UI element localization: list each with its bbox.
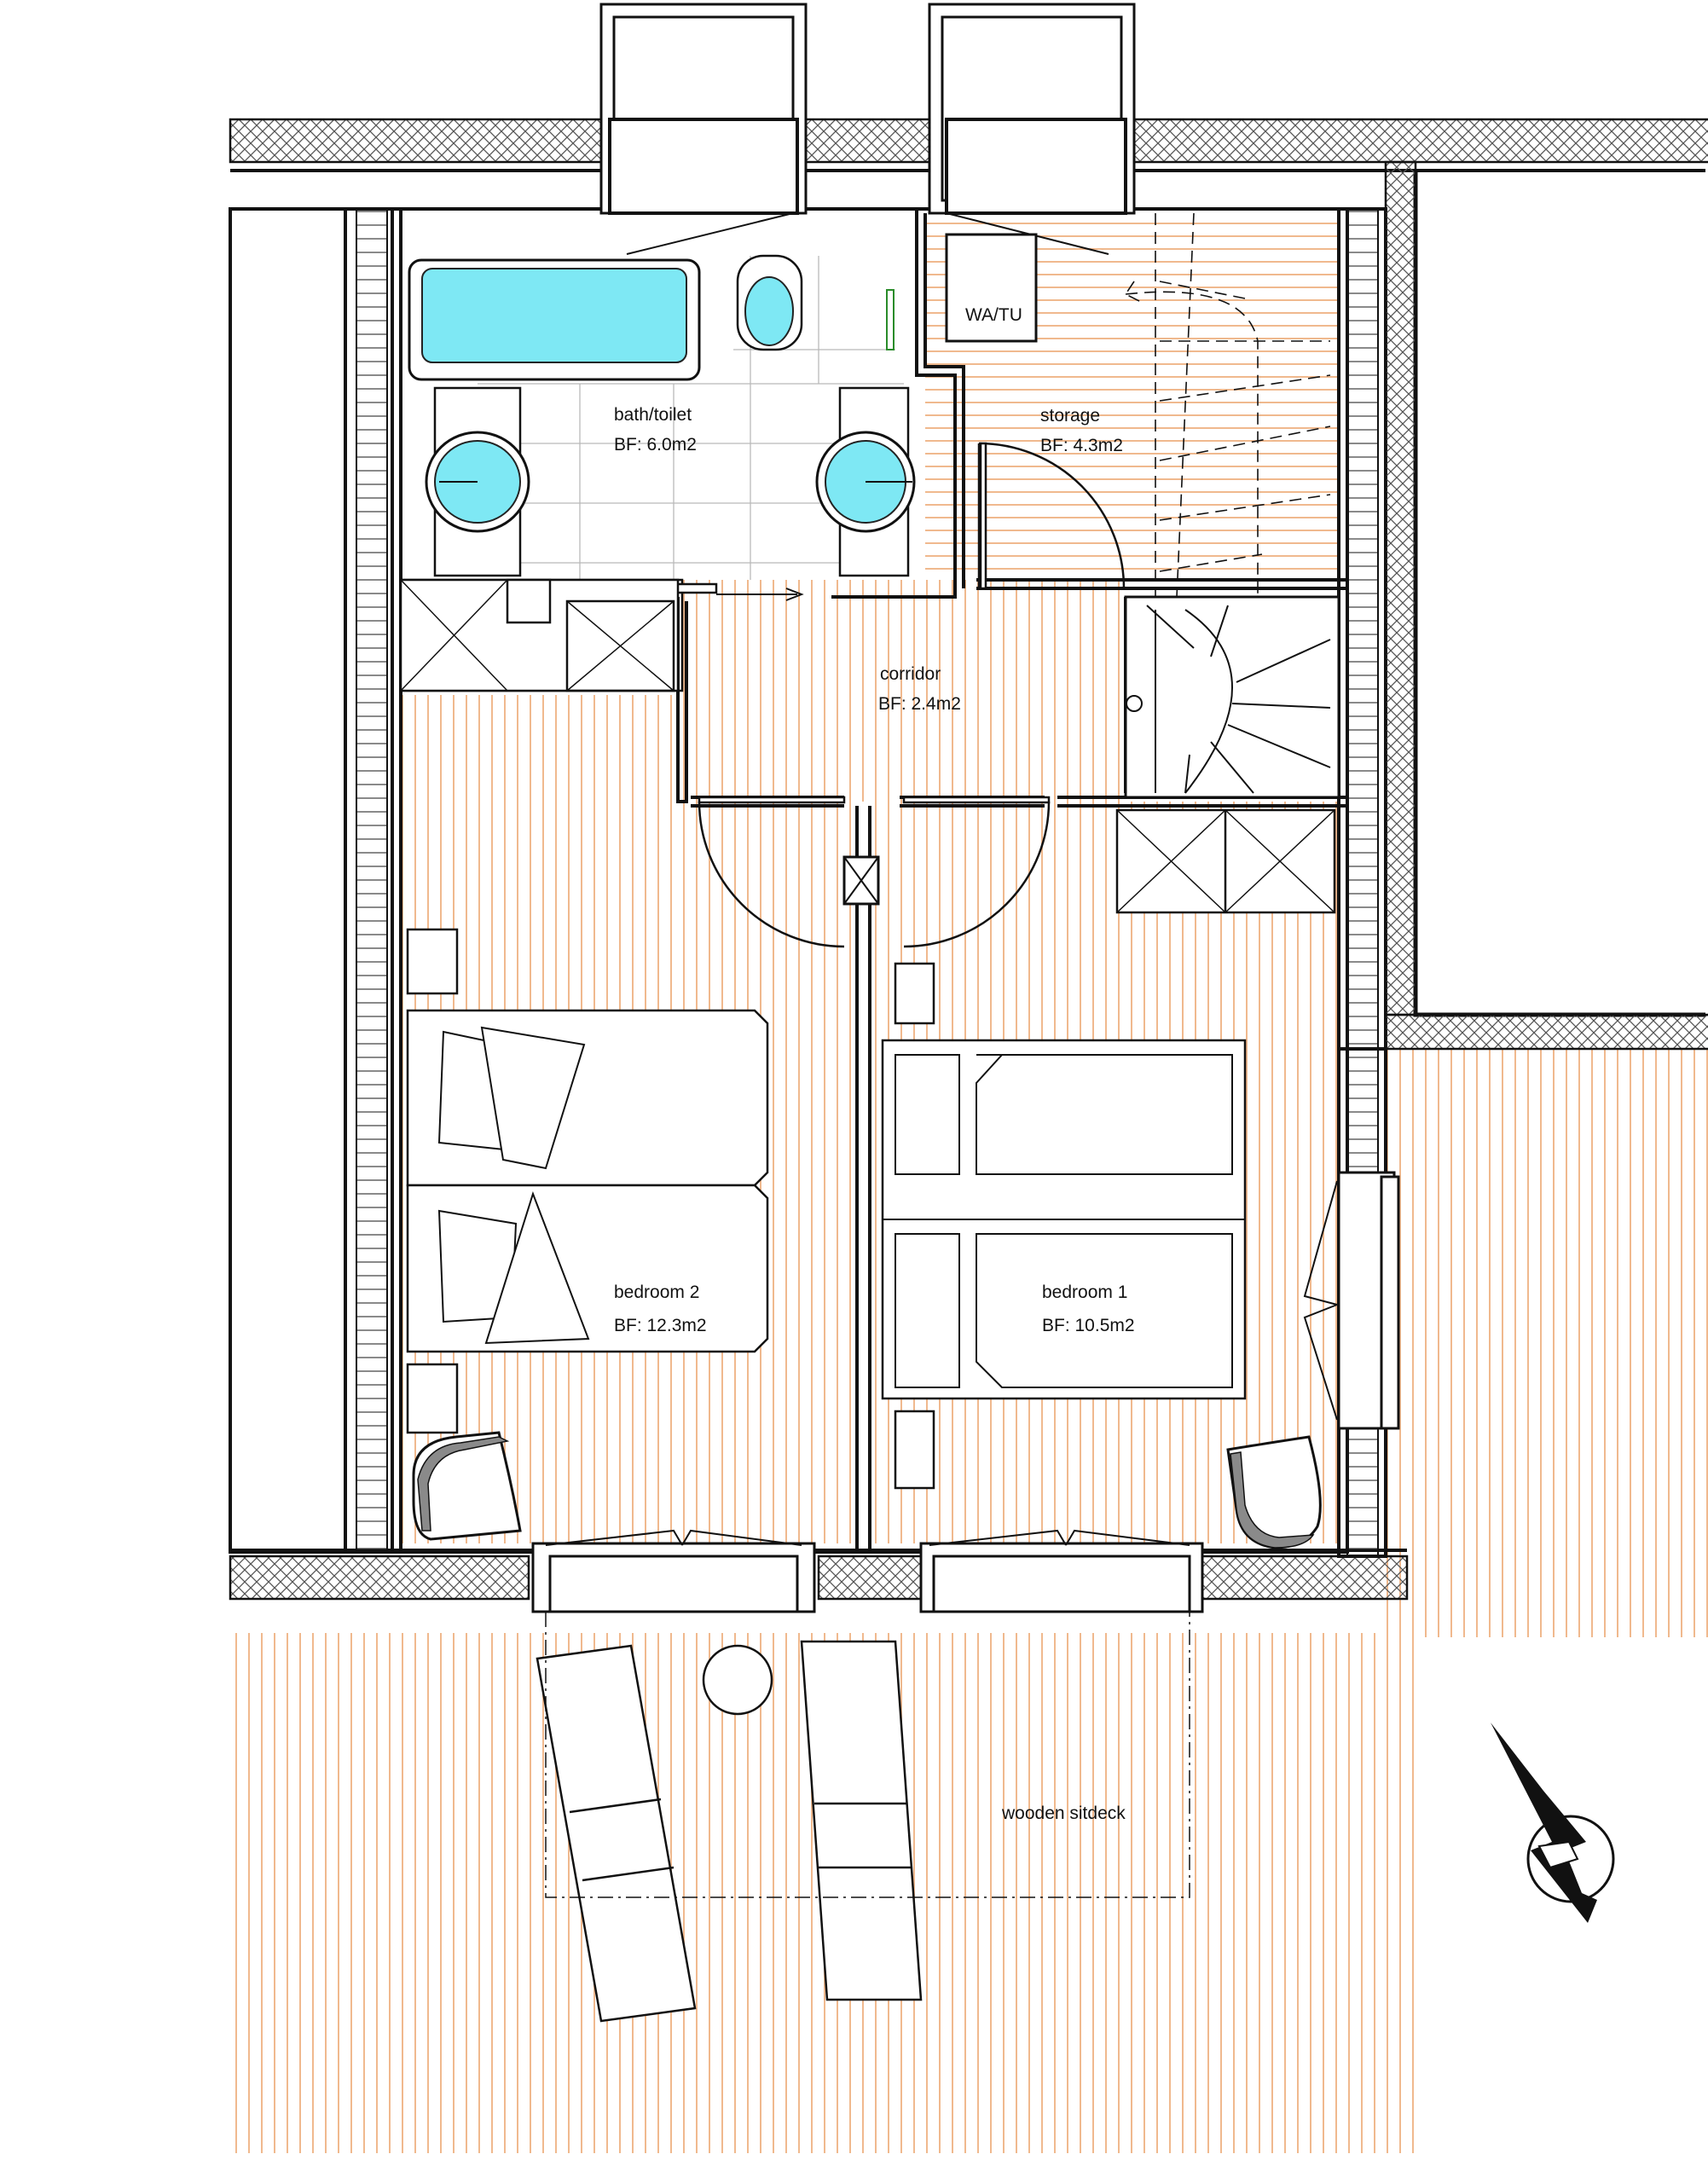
- nightstand-icon: [406, 928, 459, 1434]
- storage-room-area: BF: 4.3m2: [1040, 436, 1123, 455]
- north-arrow-icon: [1491, 1723, 1615, 1923]
- wa-tu-box: [945, 233, 1038, 343]
- lounger-icon: [800, 1640, 923, 2001]
- bed-icon: [406, 1009, 769, 1353]
- exterior-wall-left: [229, 207, 402, 1554]
- exterior-wall-bottom: [229, 1549, 1409, 1601]
- window-right: [1303, 1171, 1400, 1430]
- shaft-icon: [842, 855, 880, 906]
- deck-label: wooden sitdeck: [1001, 1804, 1126, 1823]
- nightstand-icon: [894, 962, 935, 1490]
- sink-icon: [815, 386, 916, 577]
- wardrobe-bedroom1: [1115, 808, 1336, 914]
- wa-tu-label: WA/TU: [965, 305, 1022, 325]
- room-labels: bath/toilet BF: 6.0m2 storage BF: 4.3m2 …: [614, 305, 1135, 1823]
- window-bottom-left: [531, 1529, 816, 1613]
- door-swing-icon: [698, 796, 846, 948]
- sink-icon: [425, 386, 530, 577]
- side-table-icon: [702, 1644, 773, 1716]
- window-bay-right: [928, 3, 1136, 255]
- armchair-icon: [1226, 1435, 1322, 1549]
- bed-icon: [881, 1039, 1247, 1400]
- bedroom2-room-area: BF: 12.3m2: [614, 1316, 707, 1335]
- bedroom2-room-name: bedroom 2: [614, 1283, 699, 1302]
- floor-terrace-right: [1381, 1049, 1708, 1637]
- corridor-room-area: BF: 2.4m2: [878, 694, 961, 714]
- wardrobe-bathroom: [399, 578, 680, 692]
- stair-icon: [1124, 212, 1340, 799]
- storage-room-name: storage: [1040, 406, 1100, 426]
- door-swing-icon: [977, 442, 1126, 590]
- bath-room-name: bath/toilet: [614, 405, 692, 425]
- bedroom1-room-area: BF: 10.5m2: [1042, 1316, 1135, 1335]
- bedroom1-room-name: bedroom 1: [1042, 1283, 1127, 1302]
- door-swing-icon: [902, 796, 1051, 948]
- window-bay-left: [599, 3, 808, 255]
- towel-rail-icon: [886, 289, 895, 350]
- bath-room-area: BF: 6.0m2: [614, 435, 697, 455]
- floor-corridor: [682, 580, 1126, 802]
- corridor-room-name: corridor: [880, 664, 941, 684]
- lounger-icon: [536, 1644, 697, 2023]
- awning-outline: [545, 1612, 1190, 1898]
- bathtub-icon: [408, 258, 701, 381]
- toilet-icon: [736, 254, 803, 351]
- armchair-icon: [412, 1431, 522, 1541]
- window-bottom-right: [919, 1529, 1204, 1613]
